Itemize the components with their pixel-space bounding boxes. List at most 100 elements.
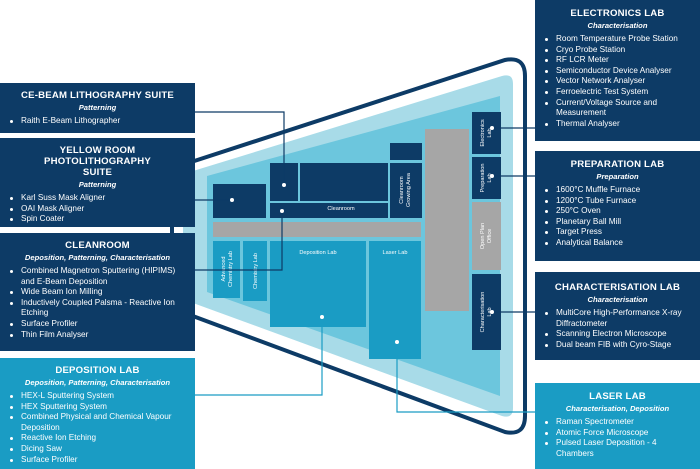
list-item: Pulsed Laser Deposition - 4 Chambers	[545, 438, 696, 459]
list-item: 1200°C Tube Furnace	[545, 196, 700, 207]
list-item: Inductively Coupled Palsma - Reactive Io…	[10, 298, 189, 319]
panel-preparation-lab: PREPARATION LAB Preparation 1600°C Muffl…	[535, 151, 700, 261]
list-item: Target Press	[545, 227, 700, 238]
room-cleanroom	[300, 163, 388, 201]
list-item: Dicing Saw	[10, 444, 187, 455]
panel-subtitle: Characterisation, Deposition	[565, 404, 670, 413]
panel-deposition-lab: DEPOSITION LAB Deposition, Patterning, C…	[0, 358, 195, 469]
list-item: Room Temperature Probe Station	[545, 34, 700, 45]
room-small-store	[390, 143, 422, 160]
connector-dot-yellow-room	[230, 198, 234, 202]
list-item: OAI Mask Aligner	[10, 204, 195, 215]
room-laser-lab	[369, 241, 421, 359]
room-deposition-lab	[270, 241, 366, 327]
connector-dot-electronics	[490, 126, 494, 130]
list-item: Scanning Electron Microscope	[545, 329, 696, 340]
connector-deposition	[195, 317, 323, 396]
room-label-growing-2: Growing Area	[406, 172, 412, 207]
corridor-vertical	[425, 129, 469, 311]
list-item: Combined Magnetron Sputtering (HIPIMS) a…	[10, 266, 189, 287]
connector-dot-laser	[395, 340, 399, 344]
list-item: Planetary Ball Mill	[545, 217, 700, 228]
panel-title: CHARACTERISATION LAB	[554, 282, 681, 293]
room-label-laser: Laser Lab	[383, 250, 408, 256]
list-item: Spin Coater	[10, 214, 195, 225]
panel-subtitle: Deposition, Patterning, Characterisation	[24, 378, 171, 387]
list-item: Ferroelectric Test System	[545, 87, 700, 98]
connector-dot-ebeam	[282, 183, 286, 187]
list-item: Cryo Probe Station	[545, 45, 700, 56]
list-item: Vector Network Analyser	[545, 76, 700, 87]
list-item: Reactive Ion Etching	[10, 433, 187, 444]
room-open-plan-office	[472, 202, 501, 270]
panel-subtitle: Deposition, Patterning, Characterisation	[24, 253, 171, 262]
list-item: Wide Beam Ion Milling	[10, 287, 189, 298]
list-item: RF LCR Meter	[545, 55, 700, 66]
room-label-electronics-1: Electronics	[480, 119, 486, 147]
list-item: HEX Sputtering System	[10, 402, 187, 413]
room-label-growing-1: Cleanroom	[399, 176, 405, 204]
list-item: Thin Film Analyser	[10, 330, 189, 341]
room-label-preparation-2: Lab	[487, 173, 493, 182]
panel-items: MultiCore High-Performance X-ray Diffrac…	[535, 308, 700, 350]
room-cleanroom-corridor	[270, 203, 388, 218]
room-label-deposition: Deposition Lab	[299, 250, 336, 256]
room-label-openplan-2: Office	[487, 229, 493, 244]
connector-cleanroom	[195, 211, 283, 271]
room-label-advanced-1: Advanced	[221, 257, 227, 282]
panel-laser-lab: LASER LAB Characterisation, Deposition R…	[535, 383, 700, 469]
list-item: Current/Voltage Source and Measurement	[545, 98, 700, 119]
room-label-characterisation-1: Characterisation	[480, 292, 486, 333]
panel-subtitle: Characterisation	[587, 21, 648, 30]
panel-items: Room Temperature Probe Station Cryo Prob…	[535, 34, 700, 129]
panel-cleanroom: CLEANROOM Deposition, Patterning, Charac…	[0, 233, 195, 351]
list-item: 1600°C Muffle Furnace	[545, 185, 700, 196]
list-item: Combined Physical and Chemical Vapour De…	[10, 412, 187, 433]
list-item: Surface Profiler	[10, 455, 187, 466]
list-item: Raman Spectrometer	[545, 417, 696, 428]
list-item: Karl Suss Mask Aligner	[10, 193, 195, 204]
connector-dot-characterisation	[490, 310, 494, 314]
corridor-horizontal	[213, 222, 421, 237]
connector-dot-deposition	[320, 315, 324, 319]
room-label-openplan-1: Open Plan	[480, 223, 486, 249]
panel-items: Raman Spectrometer Atomic Force Microsco…	[535, 417, 700, 459]
panel-characterisation-lab: CHARACTERISATION LAB Characterisation Mu…	[535, 272, 700, 360]
list-item: 250°C Oven	[545, 206, 700, 217]
list-item: MultiCore High-Performance X-ray Diffrac…	[545, 308, 696, 329]
panel-title: CLEANROOM	[65, 240, 130, 251]
room-label-cleanroom: Cleanroom	[327, 206, 355, 212]
connector-laser	[396, 342, 535, 413]
panel-title: PREPARATION LAB	[570, 159, 665, 170]
panel-subtitle: Patterning	[78, 103, 117, 112]
panel-electronics-lab: ELECTRONICS LAB Characterisation Room Te…	[535, 0, 700, 141]
room-chemistry-lab	[243, 241, 267, 301]
panel-yellow-room-photolithography-suite: YELLOW ROOM PHOTOLITHOGRAPHY SUITE Patte…	[0, 138, 195, 227]
panel-items: Karl Suss Mask Aligner OAI Mask Aligner …	[0, 193, 195, 225]
room-label-advanced-2: Chemistry Lab	[228, 251, 234, 287]
list-item: Dual beam FIB with Cyro-Stage	[545, 340, 696, 351]
panel-subtitle: Characterisation	[587, 295, 648, 304]
panel-items: HEX-L Sputtering System HEX Sputtering S…	[0, 391, 195, 465]
list-item: Atomic Force Microscope	[545, 428, 696, 439]
panel-subtitle: Preparation	[596, 172, 639, 181]
panel-title: LASER LAB	[589, 391, 646, 402]
list-item: Surface Profiler	[10, 319, 189, 330]
list-item: Analytical Balance	[545, 238, 700, 249]
list-item: Semiconductor Device Analyser	[545, 66, 700, 77]
room-preparation-lab	[472, 157, 501, 199]
room-label-preparation-1: Preparation	[480, 164, 486, 193]
connector-ebeam	[195, 111, 285, 185]
panel-title: DEPOSITION LAB	[55, 365, 140, 376]
room-yellow-room	[213, 184, 266, 218]
panel-items: Raith E-Beam Lithographer	[0, 116, 195, 127]
connector-dot-cleanroom	[280, 209, 284, 213]
room-label-electronics-2: Lab	[487, 128, 493, 137]
room-label-chemistry: Chemistry Lab	[253, 253, 259, 289]
panel-title: CE-BEAM LITHOGRAPHY SUITE	[20, 90, 174, 101]
panel-title: ELECTRONICS LAB	[570, 8, 665, 19]
room-cleanroom-growing-area	[390, 163, 422, 218]
list-item: Raith E-Beam Lithographer	[10, 116, 195, 127]
list-item: HEX-L Sputtering System	[10, 391, 187, 402]
